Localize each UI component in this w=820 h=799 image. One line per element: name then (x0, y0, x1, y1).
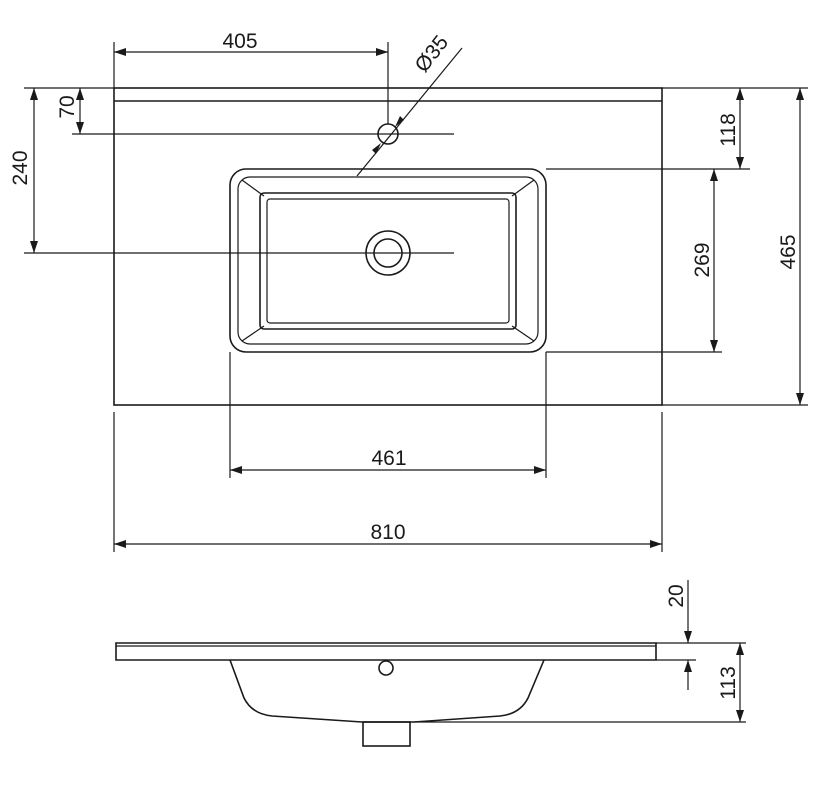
basin-inner-rim (237, 176, 539, 345)
dimension-269: 269 (691, 169, 718, 352)
label-465: 465 (777, 234, 800, 269)
dimension-diameter-35: Ø35 (356, 31, 463, 177)
dimension-465: 465 (777, 88, 804, 405)
dimension-20: 20 (665, 580, 692, 690)
label-810: 810 (370, 521, 405, 544)
label-diameter-35: Ø35 (411, 31, 454, 76)
side-view (115, 642, 657, 747)
bevel-line-tr (511, 179, 535, 197)
dimension-113: 113 (717, 643, 744, 722)
bevel-line-bl (241, 325, 265, 342)
basin-outer-rim (229, 168, 547, 353)
dimension-240: 240 (9, 88, 38, 253)
basin-floor (259, 192, 517, 330)
dimension-118: 118 (717, 88, 744, 169)
side-bowl-profile (229, 659, 545, 723)
label-240: 240 (9, 150, 32, 185)
dimension-405: 405 (113, 30, 389, 124)
label-269: 269 (691, 242, 714, 277)
label-70: 70 (56, 95, 79, 118)
side-drain-stub (362, 721, 411, 747)
bevel-line-br (511, 325, 535, 342)
label-405: 405 (222, 30, 257, 53)
label-118: 118 (717, 113, 740, 146)
countertop-outline (113, 87, 663, 406)
bevel-line-tl (241, 179, 265, 197)
basin-floor-inner (266, 198, 510, 324)
dimension-70: 70 (56, 88, 84, 134)
side-overflow-hole (378, 660, 394, 676)
label-113: 113 (717, 666, 740, 699)
dimension-810: 810 (113, 412, 663, 552)
label-20: 20 (665, 584, 688, 607)
top-view (113, 87, 663, 406)
label-461: 461 (371, 447, 406, 470)
dimension-461: 461 (229, 352, 547, 478)
